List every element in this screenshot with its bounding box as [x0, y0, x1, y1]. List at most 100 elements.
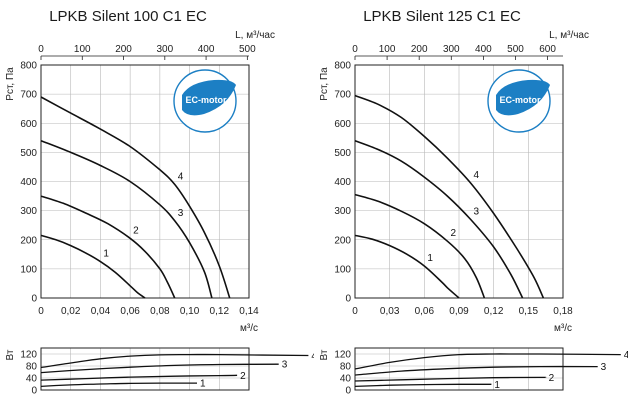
grid — [355, 65, 563, 298]
power-y-tick-label: 40 — [340, 374, 352, 385]
x-tick-label: 0 — [352, 306, 358, 317]
y-tick-label: 400 — [334, 177, 351, 188]
curve-2 — [40, 195, 176, 299]
power-y-axis-label: Вт — [319, 349, 330, 360]
power-y-tick-label: 0 — [345, 386, 351, 397]
power-curve-1 — [40, 382, 197, 388]
curve-label-4: 4 — [178, 171, 184, 182]
power-curve-label-2: 2 — [549, 373, 555, 384]
top-tick-label: 200 — [115, 44, 132, 55]
y-tick-label: 700 — [334, 90, 351, 101]
power-curve-2 — [354, 376, 547, 382]
y-tick-label: 800 — [20, 61, 37, 72]
x-tick-label: 0,12 — [210, 306, 230, 317]
power-y-tick-label: 120 — [334, 350, 351, 361]
x-tick-label: 0,04 — [91, 306, 111, 317]
x-tick-label: 0,02 — [61, 306, 81, 317]
y-tick-label: 300 — [334, 206, 351, 217]
power-curve-2 — [40, 374, 238, 381]
power-curve-label-4: 4 — [311, 351, 314, 362]
top-tick-label: 500 — [239, 44, 256, 55]
curve-label-2: 2 — [133, 225, 139, 236]
power-curve-label-4: 4 — [624, 350, 628, 361]
power-curve-label-3: 3 — [282, 360, 288, 371]
power-curve-4 — [40, 353, 309, 369]
top-tick-label: 0 — [352, 44, 358, 55]
ec-motor-logo: EC-motor — [487, 69, 551, 133]
y-tick-label: 0 — [345, 294, 351, 305]
top-tick-label: 200 — [411, 44, 428, 55]
x-axis-label: м³/с — [240, 323, 258, 334]
curve-4 — [354, 94, 545, 299]
curve-label-1: 1 — [103, 249, 109, 260]
power-y-tick-label: 120 — [20, 350, 37, 361]
x-tick-label: 0,06 — [120, 306, 140, 317]
top-tick-label: 300 — [156, 44, 173, 55]
y-tick-label: 500 — [334, 148, 351, 159]
power-curve-3 — [354, 365, 598, 376]
power-y-tick-label: 80 — [340, 362, 352, 373]
curve-3 — [354, 139, 524, 299]
curve-label-4: 4 — [474, 170, 480, 181]
leaf-icon — [182, 79, 236, 116]
power-curve-1 — [354, 383, 492, 388]
y-tick-label: 300 — [20, 206, 37, 217]
curve-label-1: 1 — [427, 253, 433, 264]
power-plot-frame — [40, 347, 250, 391]
curve-1 — [40, 234, 146, 299]
top-tick-label: 500 — [507, 44, 524, 55]
y-tick-label: 0 — [31, 294, 37, 305]
top-tick-label: 0 — [38, 44, 44, 55]
x-tick-label: 0,08 — [150, 306, 170, 317]
leaf-icon — [496, 79, 550, 116]
chart-title: LPKB Silent 125 C1 EC — [363, 8, 521, 25]
y-tick-label: 200 — [20, 235, 37, 246]
power-y-tick-label: 80 — [26, 362, 38, 373]
y-tick-label: 800 — [334, 61, 351, 72]
x-tick-label: 0,03 — [380, 306, 400, 317]
x-tick-label: 0,15 — [519, 306, 539, 317]
curve-3 — [40, 139, 213, 299]
curve-1 — [354, 234, 460, 299]
power-curve-label-3: 3 — [601, 362, 607, 373]
y-tick-label: 700 — [20, 90, 37, 101]
power-curve-label-2: 2 — [240, 371, 246, 382]
chart-title: LPKB Silent 100 C1 EC — [49, 8, 207, 25]
y-tick-label: 100 — [334, 264, 351, 275]
top-tick-label: 600 — [539, 44, 556, 55]
power-curve-label-1: 1 — [494, 380, 500, 391]
top-tick-label: 400 — [475, 44, 492, 55]
y-axis-label: Рст, Па — [319, 67, 330, 101]
logo-text: EC-motor — [186, 95, 227, 105]
top-axis-label: L, м³/час — [549, 30, 589, 41]
x-tick-label: 0,18 — [553, 306, 573, 317]
y-tick-label: 600 — [20, 119, 37, 130]
x-tick-label: 0 — [38, 306, 44, 317]
curve-label-3: 3 — [474, 206, 480, 217]
y-tick-label: 400 — [20, 177, 37, 188]
curve-4 — [40, 96, 231, 299]
y-tick-label: 500 — [20, 148, 37, 159]
power-curve-label-1: 1 — [200, 379, 206, 390]
power-y-axis-label: Вт — [5, 349, 16, 360]
top-tick-label: 400 — [198, 44, 215, 55]
power-y-tick-label: 40 — [26, 374, 38, 385]
power-y-tick-label: 0 — [31, 386, 37, 397]
power-curve-4 — [354, 353, 621, 370]
x-axis-label: м³/с — [554, 323, 572, 334]
x-tick-label: 0,14 — [239, 306, 259, 317]
y-axis-label: Рст, Па — [5, 67, 16, 101]
y-tick-label: 100 — [20, 264, 37, 275]
curve-label-3: 3 — [178, 208, 184, 219]
curve-2 — [354, 193, 486, 299]
logo-text: EC-motor — [500, 95, 541, 105]
x-tick-label: 0,09 — [449, 306, 469, 317]
top-axis-label: L, м³/час — [235, 30, 275, 41]
x-tick-label: 0,06 — [415, 306, 435, 317]
x-tick-label: 0,10 — [180, 306, 200, 317]
y-tick-label: 200 — [334, 235, 351, 246]
top-tick-label: 100 — [379, 44, 396, 55]
ec-motor-logo: EC-motor — [173, 69, 237, 133]
